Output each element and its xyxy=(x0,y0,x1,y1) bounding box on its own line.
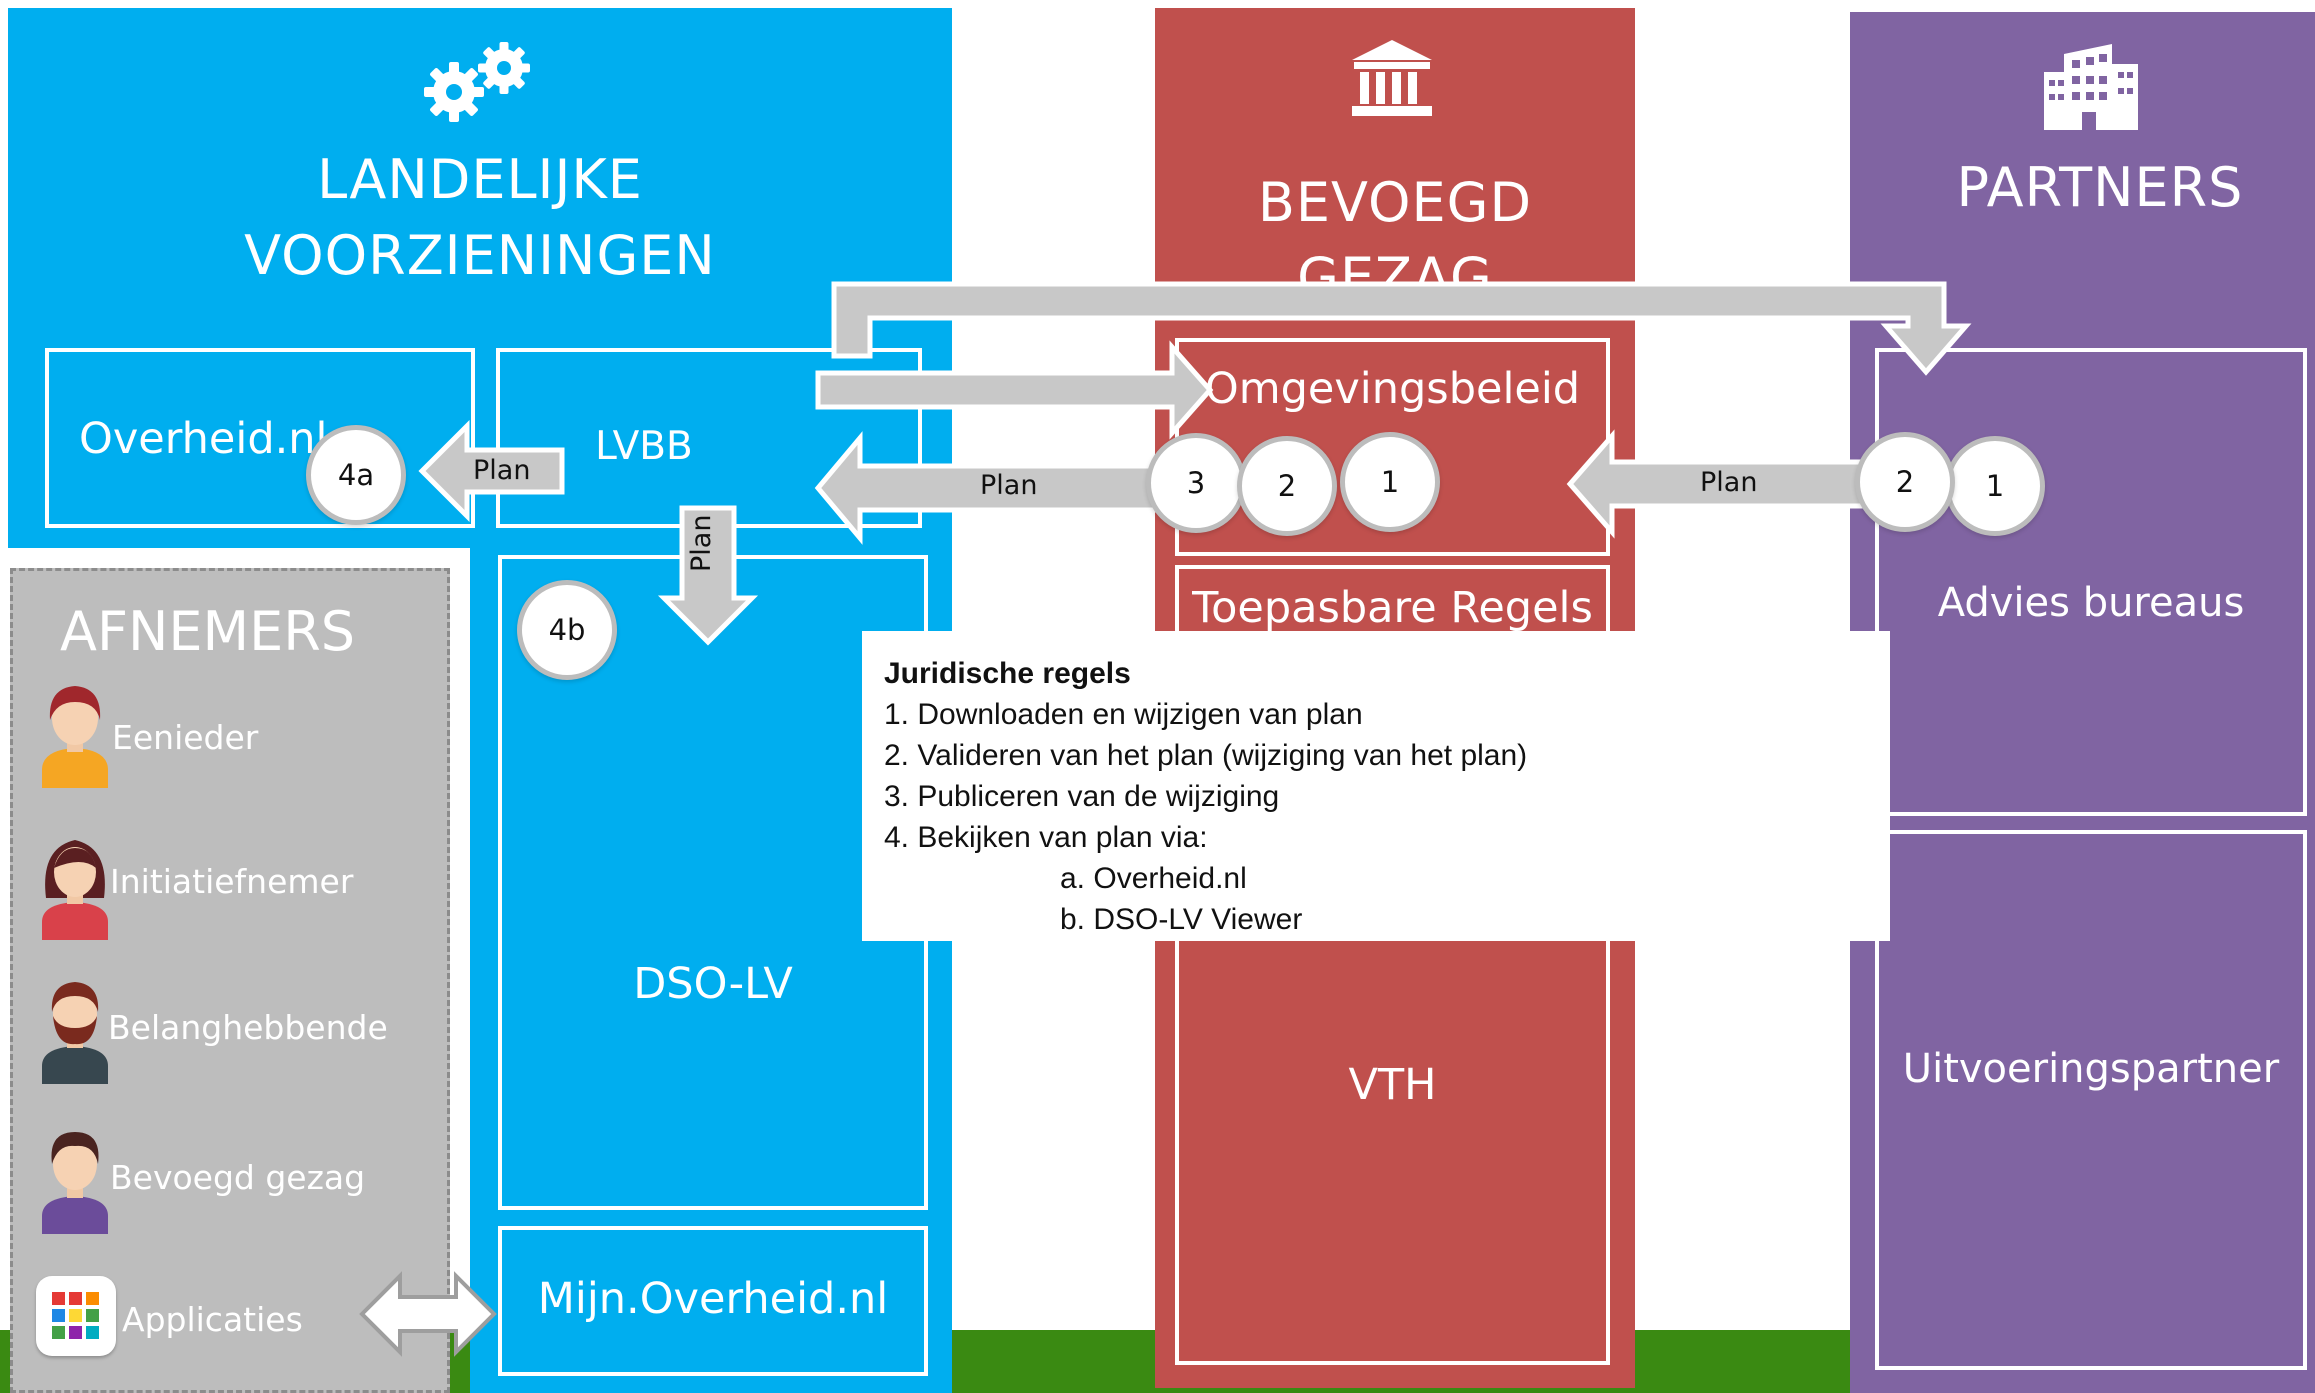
afnemers-title: AFNEMERS xyxy=(60,600,356,663)
arrow-plan-to-omgevingsbeleid xyxy=(1566,429,1873,539)
toepasbare-regels-label: Toepasbare Regels xyxy=(1192,583,1593,633)
note-line-3: 3. Publiceren van de wijziging xyxy=(884,780,1280,813)
initiatiefnemer-label: Initiatiefnemer xyxy=(110,862,354,901)
landelijke-title-line1: LANDELIJKE xyxy=(317,148,643,211)
uitvoeringspartner-box[interactable]: Uitvoeringspartner xyxy=(1875,830,2307,1370)
note-line-4: 4. Bekijken van plan via: xyxy=(884,821,1208,854)
bevoegd-gezag-label: Bevoegd gezag xyxy=(110,1158,366,1197)
applicaties-label: Applicaties xyxy=(122,1300,303,1339)
note-sub-a: a. Overheid.nl xyxy=(1060,862,1247,895)
arrow-plan-to-overheid xyxy=(418,419,565,523)
government-building-icon xyxy=(1352,40,1432,116)
step-2-circle: 2 xyxy=(1237,436,1337,536)
step-4b-circle: 4b xyxy=(517,580,617,680)
plan-overheid-label: Plan xyxy=(473,455,531,486)
eenieder-label: Eenieder xyxy=(112,718,259,757)
landelijke-title-line2: VOORZIENINGEN xyxy=(244,224,716,287)
person-yellow-icon xyxy=(42,686,108,788)
belanghebbende-label: Belanghebbende xyxy=(108,1008,388,1047)
person-bearded-icon xyxy=(42,982,108,1084)
partner-step-2-circle: 2 xyxy=(1855,432,1955,532)
plan-lvbb-label: Plan xyxy=(980,470,1038,501)
apps-grid-icon xyxy=(36,1276,116,1356)
omgevingsbeleid-label: Omgevingsbeleid xyxy=(1204,364,1581,414)
note-sub-b: b. DSO-LV Viewer xyxy=(1060,903,1303,936)
arrow-to-omgevingsbeleid xyxy=(815,340,1214,440)
mijn-overheid-box[interactable]: Mijn.Overheid.nl xyxy=(498,1226,928,1376)
partner-step-1-circle: 1 xyxy=(1945,436,2045,536)
vth-label: VTH xyxy=(1348,1060,1437,1110)
advies-bureaus-label: Advies bureaus xyxy=(1937,580,2245,626)
distribution-arrow xyxy=(831,281,1972,376)
advies-bureaus-box[interactable]: Advies bureaus xyxy=(1875,348,2307,816)
note-line-2: 2. Valideren van het plan (wijziging van… xyxy=(884,739,1528,772)
person-purple-icon xyxy=(42,1132,108,1234)
arrow-plan-to-lvbb xyxy=(814,431,1163,545)
partners-title: PARTNERS xyxy=(1956,156,2244,219)
juridische-regels-note: Juridische regels 1. Downloaden en wijzi… xyxy=(862,631,1890,941)
note-line-1: 1. Downloaden en wijzigen van plan xyxy=(884,698,1363,731)
overheid-label: Overheid.nl xyxy=(79,414,328,464)
dso-lv-label: DSO-LV xyxy=(633,959,793,1009)
step-1-circle: 1 xyxy=(1340,432,1440,532)
arrow-applicaties-mijn-overheid xyxy=(359,1271,497,1357)
plan-dso-label: Plan xyxy=(686,514,717,572)
step-4a-circle: 4a xyxy=(306,425,406,525)
plan-omgeving-label: Plan xyxy=(1700,467,1758,498)
office-building-icon xyxy=(2044,44,2138,130)
bevoegd-title-line2: GEZAG xyxy=(1297,246,1493,286)
mijn-overheid-label: Mijn.Overheid.nl xyxy=(537,1274,889,1324)
bevoegd-title-line1: BEVOEGD xyxy=(1257,171,1533,234)
omgevingsbeleid-box[interactable]: Omgevingsbeleid xyxy=(1175,338,1610,556)
partners-panel xyxy=(1850,12,2315,1393)
uitvoeringspartner-label: Uitvoeringspartner xyxy=(1902,1046,2280,1092)
gears-icon xyxy=(424,42,530,122)
step-3-circle: 3 xyxy=(1146,433,1246,533)
lvbb-label: LVBB xyxy=(595,424,693,469)
arrow-plan-to-dso xyxy=(657,505,759,646)
overheid-box[interactable]: Overheid.nl xyxy=(45,348,475,528)
note-title: Juridische regels xyxy=(884,657,1131,690)
person-woman-icon xyxy=(42,840,108,940)
